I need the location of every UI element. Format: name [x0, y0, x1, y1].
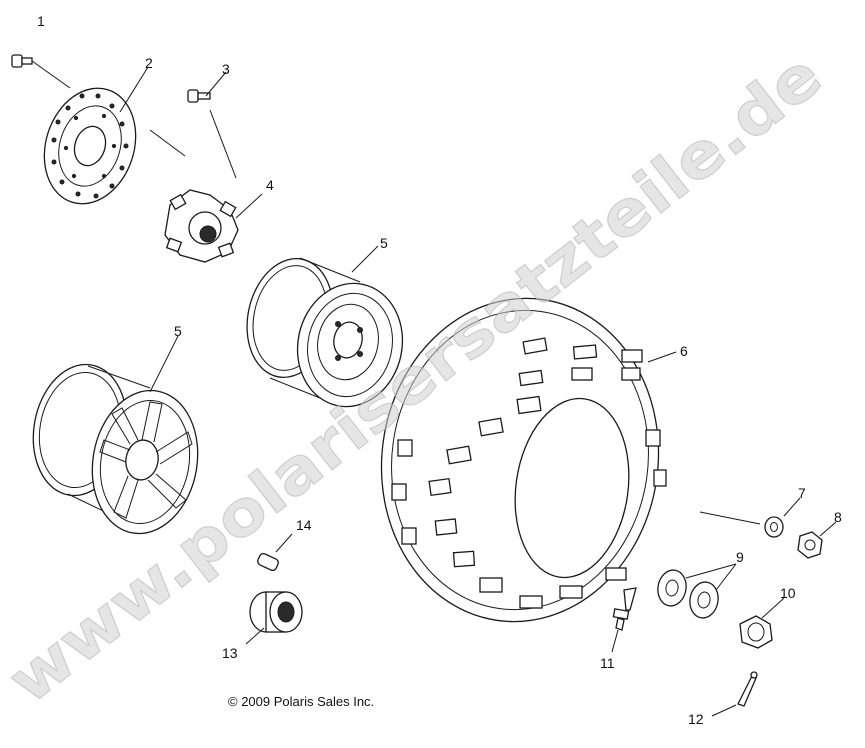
part-5-rim-rear	[246, 245, 404, 408]
callout-10: 10	[780, 585, 796, 601]
callout-13: 13	[222, 645, 238, 661]
callout-5-left: 5	[174, 323, 182, 339]
callout-2: 2	[145, 55, 153, 71]
part-7-washer	[699, 497, 801, 538]
part-10-nut	[739, 597, 785, 649]
callout-4: 4	[266, 177, 274, 193]
part-14-spacer	[257, 533, 293, 571]
part-11-valve-stem	[611, 587, 637, 653]
disc-holes	[51, 93, 129, 199]
callout-5-top: 5	[380, 235, 388, 251]
callout-6: 6	[680, 343, 688, 359]
callout-9: 9	[736, 549, 744, 565]
part-3-bolt	[187, 71, 237, 179]
part-1-bolt	[11, 54, 71, 89]
part-4-hub	[164, 189, 263, 263]
callout-3: 3	[222, 61, 230, 77]
callout-8: 8	[834, 509, 842, 525]
part-6-tire	[380, 297, 677, 623]
tire-treads	[391, 337, 667, 609]
part-13-bearing	[245, 591, 303, 645]
part-5-rim-front	[32, 335, 199, 535]
copyright-notice: © 2009 Polaris Sales Inc.	[228, 694, 375, 709]
part-8-nut	[797, 521, 837, 559]
part-12-cotter-pin	[711, 671, 758, 717]
callout-14: 14	[296, 517, 312, 533]
rim-spokes	[99, 401, 193, 519]
part-9-washers	[657, 563, 737, 619]
callout-labels: 1 2 3 4 5 5 6 7 8 9 10 11 12 13 14	[37, 13, 842, 727]
callout-11: 11	[600, 655, 615, 671]
part-2-brake-disc	[43, 66, 186, 205]
callout-1: 1	[37, 13, 45, 29]
callout-7: 7	[798, 485, 806, 501]
callout-12: 12	[688, 711, 704, 727]
